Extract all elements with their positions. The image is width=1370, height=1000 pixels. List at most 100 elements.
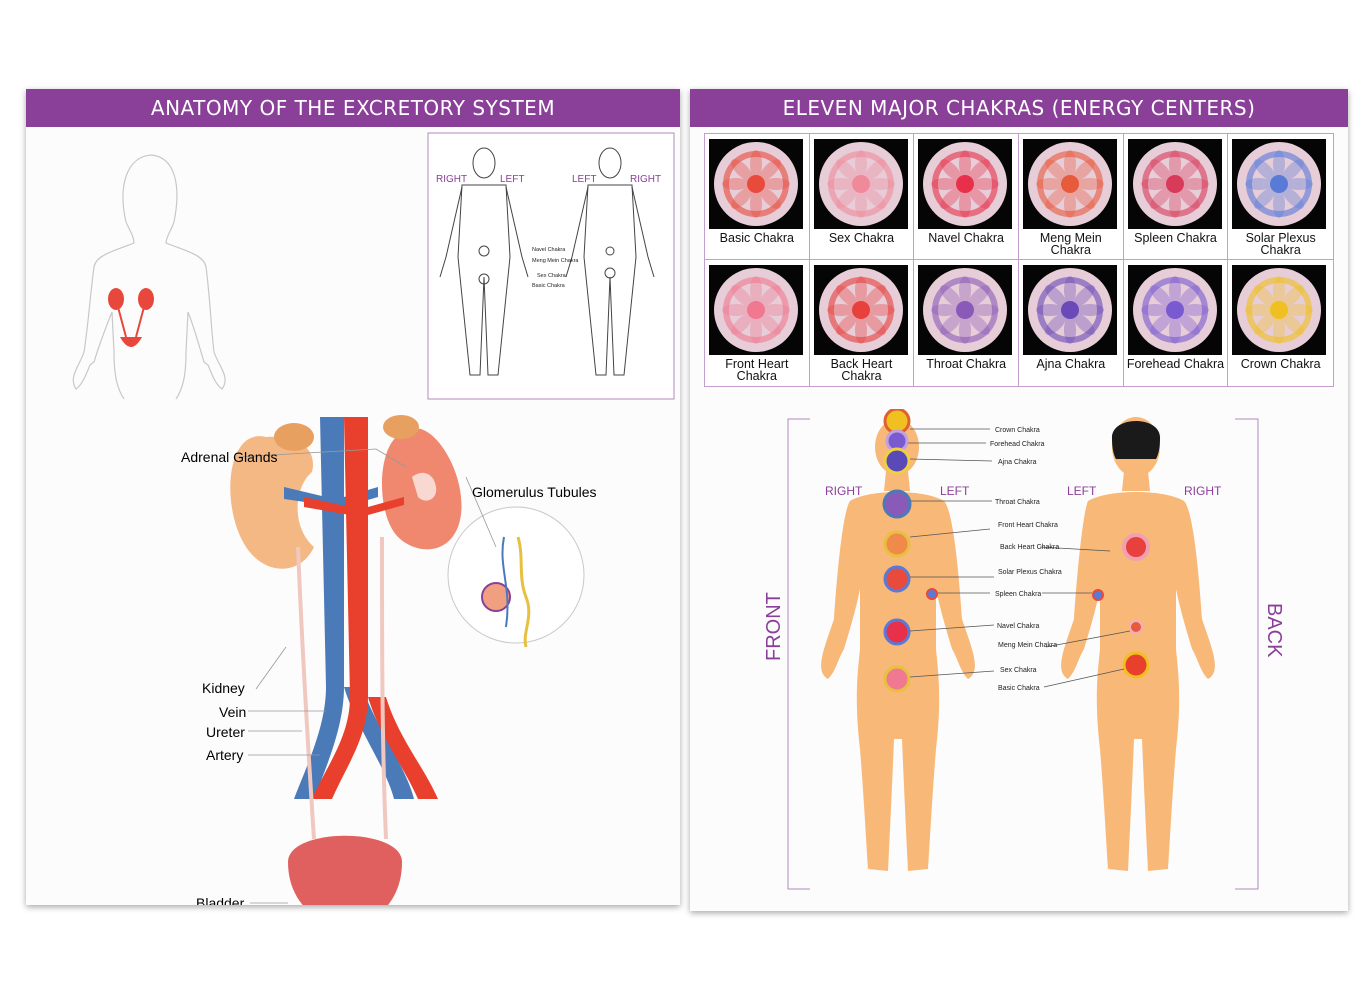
chakra-image xyxy=(1127,265,1222,355)
body-label-basic: Basic Chakra xyxy=(998,685,1040,692)
body-label-solar-plexus: Solar Plexus Chakra xyxy=(998,569,1062,576)
inset-back-right: RIGHT xyxy=(630,174,661,185)
excretory-system-panel: ANATOMY OF THE EXCRETORY SYSTEM RIGHT xyxy=(26,89,680,905)
chakra-card-forehead: Forehead Chakra xyxy=(1123,260,1229,386)
chakra-image xyxy=(709,139,803,229)
chakra-card-ajna: Ajna Chakra xyxy=(1018,260,1124,386)
body-label-front-heart: Front Heart Chakra xyxy=(998,522,1058,529)
body-label-throat: Throat Chakra xyxy=(995,499,1040,506)
inset-front-left: LEFT xyxy=(500,174,524,185)
chakra-card-solar-plexus: Solar Plexus Chakra xyxy=(1228,134,1333,260)
chakra-inset-box xyxy=(427,132,675,400)
body-back-right: RIGHT xyxy=(1184,484,1222,498)
body-label-ajna: Ajna Chakra xyxy=(998,459,1037,466)
back-body-figure xyxy=(1061,417,1215,871)
excretory-diagram: RIGHT LEFT LEFT RIGHT Navel Chakra Meng … xyxy=(72,132,675,905)
label-kidney: Kidney xyxy=(202,680,245,696)
body-front-left: LEFT xyxy=(940,484,970,498)
front-bracket xyxy=(787,418,810,890)
chakra-mandala-icon xyxy=(1132,142,1217,226)
chakra-label: Meng Mein Chakra xyxy=(1039,231,1102,257)
chakra-label: Sex Chakra xyxy=(828,231,895,245)
inset-label-navel: Navel Chakra xyxy=(532,247,566,253)
chakra-image xyxy=(1232,139,1327,229)
chakra-card-basic: Basic Chakra xyxy=(705,134,810,260)
chakra-card-meng-mein: Meng Mein Chakra xyxy=(1018,134,1124,260)
body-label-back-heart: Back Heart Chakra xyxy=(1000,544,1059,551)
chakra-label: Crown Chakra xyxy=(1240,357,1321,371)
chakra-image xyxy=(709,265,803,355)
inset-front-right: RIGHT xyxy=(436,174,467,185)
chakra-card-back-heart: Back Heart Chakra xyxy=(809,260,915,386)
leader-lines xyxy=(237,448,497,904)
back-label: BACK xyxy=(1263,603,1285,658)
label-vein: Vein xyxy=(219,704,246,720)
chakra-card-spleen: Spleen Chakra xyxy=(1123,134,1229,260)
chakra-card-navel: Navel Chakra xyxy=(914,134,1019,260)
chakra-body-labels: Crown Chakra Forehead Chakra Ajna Chakra… xyxy=(990,427,1062,692)
chakra-label: Forehead Chakra xyxy=(1126,357,1225,371)
chakra-mandala-icon xyxy=(714,268,798,352)
back-bracket xyxy=(1235,418,1259,890)
body-label-spleen: Spleen Chakra xyxy=(995,591,1041,598)
ureters-shape xyxy=(296,536,388,840)
mini-kidneys-icon xyxy=(108,288,154,347)
chakra-card-sex: Sex Chakra xyxy=(809,134,915,260)
chakra-label: Navel Chakra xyxy=(928,231,1005,245)
label-artery: Artery xyxy=(206,747,243,763)
chakra-mandala-icon xyxy=(923,268,1008,352)
chakra-image xyxy=(1232,265,1327,355)
inset-label-basic: Basic Chakra xyxy=(532,283,566,289)
chakra-label: Ajna Chakra xyxy=(1036,357,1106,371)
chakra-mandala-icon xyxy=(923,142,1008,226)
chakra-body-diagram: FRONT BACK xyxy=(763,409,1285,890)
aorta-artery-shape xyxy=(304,417,438,799)
chakra-label: Basic Chakra xyxy=(719,231,794,245)
chakra-leader-lines xyxy=(908,428,1131,688)
chakra-mandala-icon xyxy=(1132,268,1217,352)
chakra-label: Solar Plexus Chakra xyxy=(1245,231,1316,257)
chakra-card-crown: Crown Chakra xyxy=(1228,260,1333,386)
chakras-title: ELEVEN MAJOR CHAKRAS (ENERGY CENTERS) xyxy=(690,89,1348,127)
back-chakra-markers xyxy=(1092,533,1150,679)
body-label-forehead: Forehead Chakra xyxy=(990,441,1045,448)
excretory-title: ANATOMY OF THE EXCRETORY SYSTEM xyxy=(26,89,680,127)
chakra-grid: Basic Chakra Sex Chakra Navel Chakra Men… xyxy=(704,133,1334,387)
body-front-right: RIGHT xyxy=(825,484,863,498)
inset-label-meng-mein: Meng Mein Chakra xyxy=(532,258,579,264)
chakra-mandala-icon xyxy=(1027,142,1112,226)
chakra-image xyxy=(813,265,908,355)
body-label-meng-mein: Meng Mein Chakra xyxy=(998,642,1057,649)
body-label-crown: Crown Chakra xyxy=(995,427,1040,434)
chakra-mandala-icon xyxy=(818,268,903,352)
kidney-left-shape xyxy=(230,423,314,569)
inset-label-sex: Sex Chakra xyxy=(537,273,567,279)
chakra-card-front-heart: Front Heart Chakra xyxy=(705,260,810,386)
chakra-mandala-icon xyxy=(1027,268,1112,352)
inset-outline-figures xyxy=(439,147,655,376)
chakras-panel: ELEVEN MAJOR CHAKRAS (ENERGY CENTERS) Ba… xyxy=(690,89,1348,911)
label-adrenal-glands: Adrenal Glands xyxy=(181,449,278,465)
glomerulus-magnified-circle xyxy=(447,506,585,648)
label-glomerulus-tubules: Glomerulus Tubules xyxy=(472,484,597,500)
chakra-image xyxy=(1022,265,1117,355)
bladder-shape xyxy=(288,835,402,905)
chakra-mandala-icon xyxy=(818,142,903,226)
front-chakra-markers xyxy=(882,409,938,693)
chakra-mandala-icon xyxy=(714,142,798,226)
chakra-mandala-icon xyxy=(1237,142,1322,226)
body-outline-figure xyxy=(72,154,226,400)
chakra-image xyxy=(918,265,1013,355)
body-label-navel: Navel Chakra xyxy=(997,623,1040,630)
chakra-image xyxy=(813,139,908,229)
chakra-mandala-icon xyxy=(1237,268,1322,352)
chakra-card-throat: Throat Chakra xyxy=(914,260,1019,386)
chakra-label: Front Heart Chakra xyxy=(725,357,789,383)
front-label: FRONT xyxy=(763,592,785,661)
body-back-left: LEFT xyxy=(1067,484,1097,498)
chakra-image xyxy=(1022,139,1117,229)
label-ureter: Ureter xyxy=(206,724,245,740)
kidney-right-shape xyxy=(381,415,462,550)
chakra-label: Back Heart Chakra xyxy=(830,357,893,383)
chakra-label: Throat Chakra xyxy=(926,357,1007,371)
